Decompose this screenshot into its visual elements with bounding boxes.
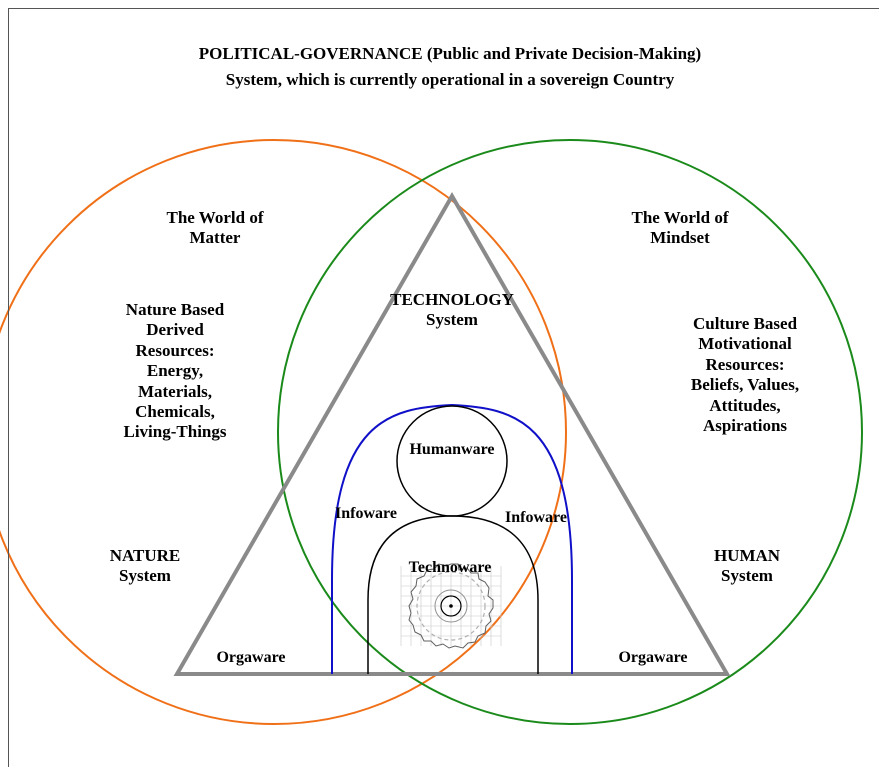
humanware-label: Humanware <box>409 441 495 458</box>
orgaware-left-label: Orgaware <box>216 649 286 666</box>
nature-system-circle <box>0 139 567 725</box>
technoware-label: Technoware <box>408 559 492 576</box>
infoware-left-label: Infoware <box>335 505 397 522</box>
world-of-matter-label: The World of Matter <box>166 208 264 248</box>
human-system-label: HUMAN System <box>713 546 781 586</box>
world-of-mindset-label: The World of Mindset <box>631 208 729 248</box>
culture-resources-label: Culture Based Motivational Resources: Be… <box>690 314 800 435</box>
technology-triangle <box>173 191 731 676</box>
orgaware-right-label: Orgaware <box>618 649 688 666</box>
gear-icon <box>400 563 502 649</box>
infoware-right-label: Infoware <box>505 509 567 526</box>
humanware-circle <box>396 405 508 517</box>
nature-resources-label: Nature Based Derived Resources: Energy, … <box>123 300 227 442</box>
diagram-frame <box>8 8 879 767</box>
diagram-title-line1: POLITICAL-GOVERNANCE (Public and Private… <box>198 44 702 63</box>
nature-system-label: NATURE System <box>109 546 181 586</box>
technology-system-label: TECHNOLOGY System <box>390 290 514 330</box>
infoware-arch <box>331 403 573 674</box>
human-system-circle <box>277 139 863 725</box>
diagram-title-line2: System, which is currently operational i… <box>225 70 675 89</box>
